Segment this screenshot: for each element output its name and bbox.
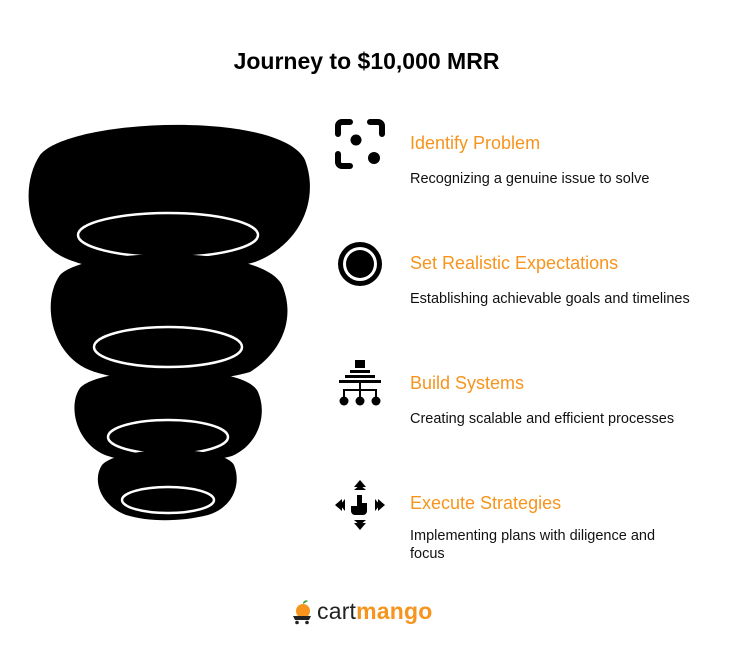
focus-scan-icon (335, 119, 385, 169)
step-description-set-realistic-expectations: Establishing achievable goals and timeli… (410, 291, 690, 307)
logo-text-cart: cart (317, 598, 357, 624)
move-arrows-icon (335, 480, 385, 530)
funnel-layer-3 (74, 370, 262, 464)
step-title-execute-strategies: Execute Strategies (410, 493, 562, 513)
mango-cart-icon (293, 599, 311, 624)
step-description-identify-problem: Recognizing a genuine issue to solve (410, 171, 650, 187)
funnel-layer-1 (28, 124, 310, 274)
hierarchy-icon (339, 360, 381, 406)
step-title-build-systems: Build Systems (410, 373, 525, 393)
funnel-layer-2 (50, 254, 288, 382)
step-title-identify-problem: Identify Problem (410, 133, 541, 153)
step-title-set-realistic-expectations: Set Realistic Expectations (410, 253, 619, 273)
cartmango-logo: cartmango (291, 598, 433, 625)
step-description-build-systems: Creating scalable and efficient processe… (410, 411, 675, 427)
funnel-layer-4 (97, 449, 237, 521)
logo-text-mango: mango (356, 598, 433, 624)
step-description-execute-strategies: Implementing plans with diligence and fo… (410, 528, 656, 562)
page-title: Journey to $10,000 MRR (233, 48, 500, 74)
target-icon (338, 242, 382, 286)
